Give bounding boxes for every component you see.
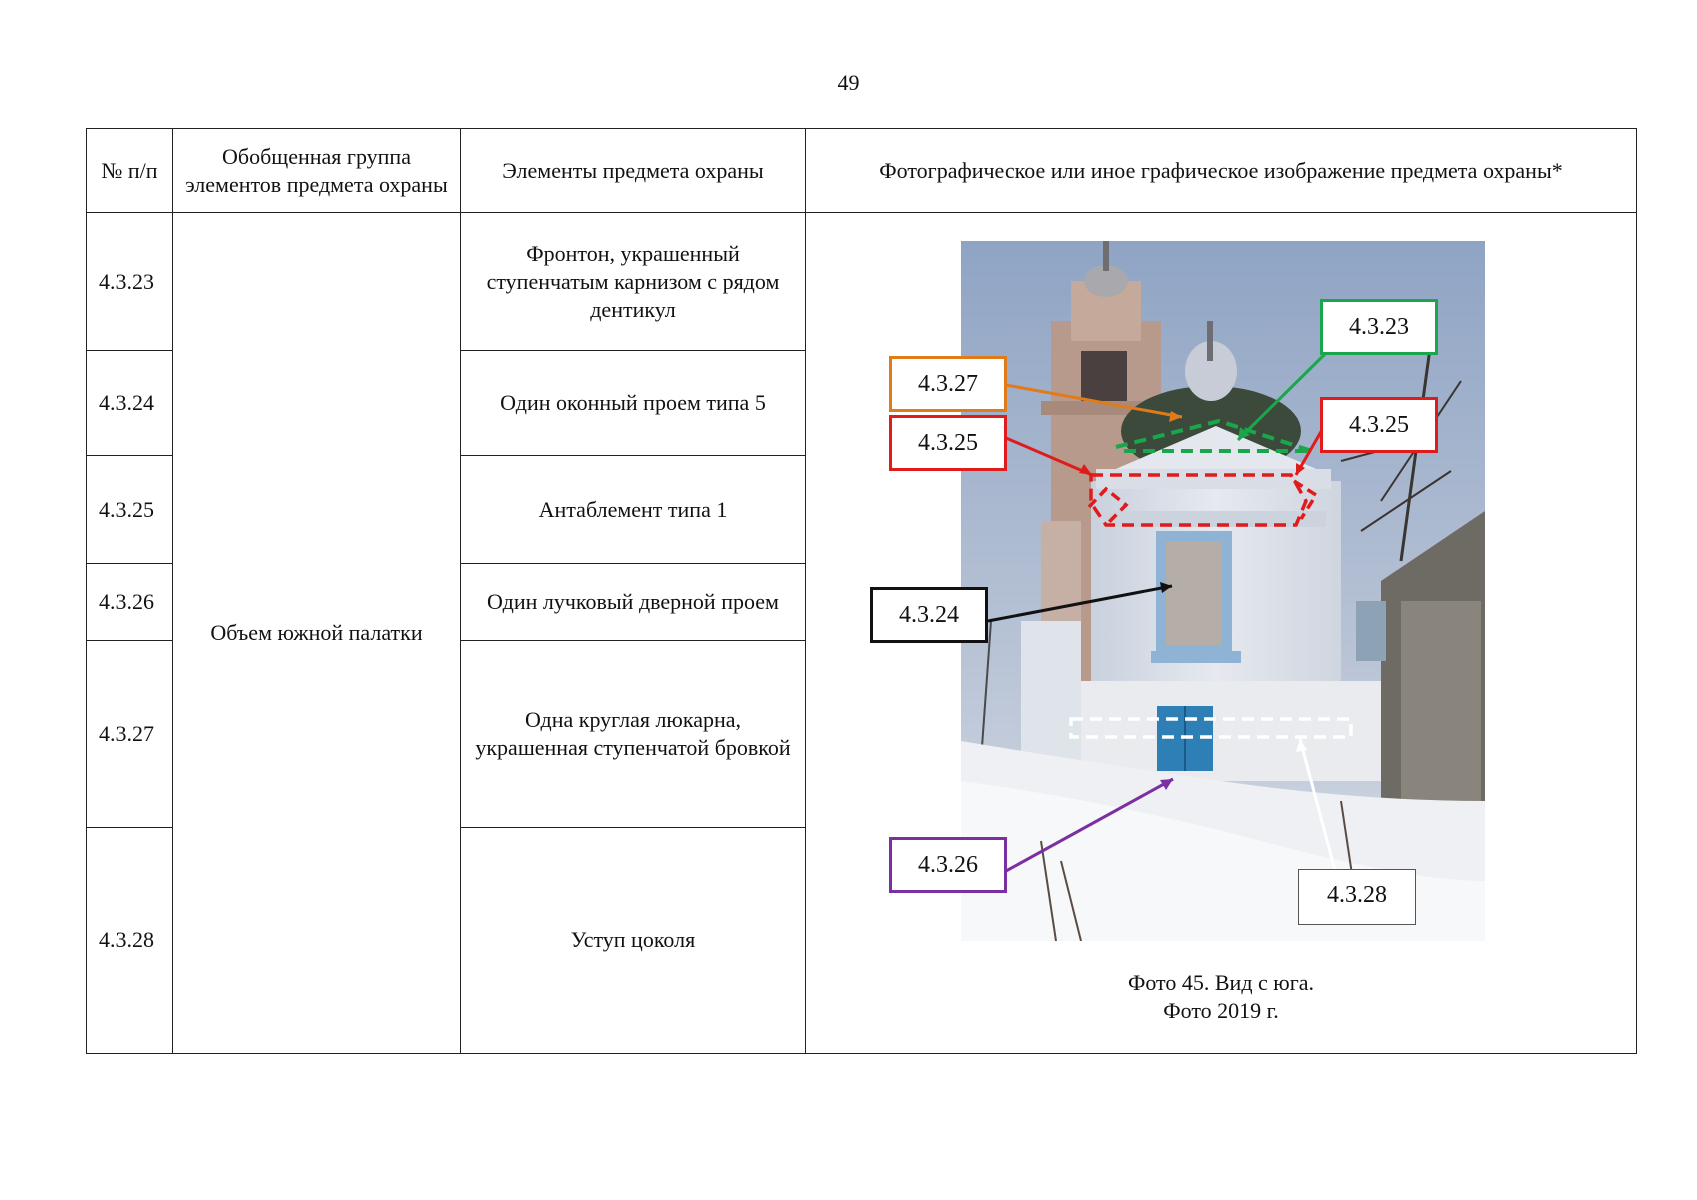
photo-label-4323: 4.3.23 bbox=[1320, 299, 1438, 355]
photo-label-4325-right: 4.3.25 bbox=[1320, 397, 1438, 453]
caption-line-2: Фото 2019 г. bbox=[1163, 998, 1279, 1023]
page-number: 49 bbox=[837, 70, 860, 95]
photo-label-4327: 4.3.27 bbox=[889, 356, 1007, 412]
element-name: Один лучковый дверной проем bbox=[460, 563, 806, 642]
header-num: № п/п bbox=[86, 128, 173, 213]
table-row: 4.3.27 Одна круглая люкарна, украшенная … bbox=[86, 640, 1637, 828]
photo-label-4326: 4.3.26 bbox=[889, 837, 1007, 893]
photo-cell: 4.3.23 4.3.27 4.3.25 4.3.25 4.3.24 4.3.2… bbox=[805, 212, 1637, 1054]
row-number: 4.3.27 bbox=[86, 640, 173, 828]
photo-label-4328: 4.3.28 bbox=[1298, 869, 1416, 925]
photo-caption: Фото 45. Вид с юга. Фото 2019 г. bbox=[806, 969, 1636, 1025]
group-name: Объем южной палатки bbox=[172, 212, 461, 1054]
photo-label-4325-left: 4.3.25 bbox=[889, 415, 1007, 471]
table-row: 4.3.26 Один лучковый дверной проем bbox=[86, 563, 1637, 642]
table-row: 4.3.25 Антаблемент типа 1 bbox=[86, 455, 1637, 565]
photo-label-4324: 4.3.24 bbox=[870, 587, 988, 643]
element-name: Фронтон, украшенный ступенчатым карнизом… bbox=[460, 211, 806, 352]
element-name: Одна круглая люкарна, украшенная ступенч… bbox=[460, 640, 806, 828]
header-group: Обобщенная группа элементов предмета охр… bbox=[172, 128, 461, 213]
photo-wrap: 4.3.23 4.3.27 4.3.25 4.3.25 4.3.24 4.3.2… bbox=[806, 213, 1636, 1053]
row-number: 4.3.28 bbox=[86, 826, 173, 1055]
header-elements: Элементы предмета охраны bbox=[460, 128, 806, 213]
header-image: Фотографическое или иное графическое изо… bbox=[805, 128, 1637, 213]
row-number: 4.3.25 bbox=[86, 455, 173, 565]
table-row: 4.3.24 Один оконный проем типа 5 bbox=[86, 350, 1637, 457]
row-number: 4.3.23 bbox=[86, 211, 173, 352]
caption-line-1: Фото 45. Вид с юга. bbox=[1127, 970, 1315, 995]
element-name: Антаблемент типа 1 bbox=[460, 455, 806, 565]
row-number: 4.3.24 bbox=[86, 350, 173, 457]
element-name: Один оконный проем типа 5 bbox=[460, 350, 806, 457]
header-row: № п/п Обобщенная группа элементов предме… bbox=[86, 128, 1637, 213]
element-name: Уступ цоколя bbox=[460, 826, 806, 1055]
row-number: 4.3.26 bbox=[86, 563, 173, 642]
table-row: 4.3.28 Уступ цоколя bbox=[86, 826, 1637, 1055]
protection-table: № п/п Обобщенная группа элементов предме… bbox=[86, 128, 1637, 1055]
table-row: 4.3.23 Объем южной палатки Фронтон, укра… bbox=[86, 211, 1637, 1054]
